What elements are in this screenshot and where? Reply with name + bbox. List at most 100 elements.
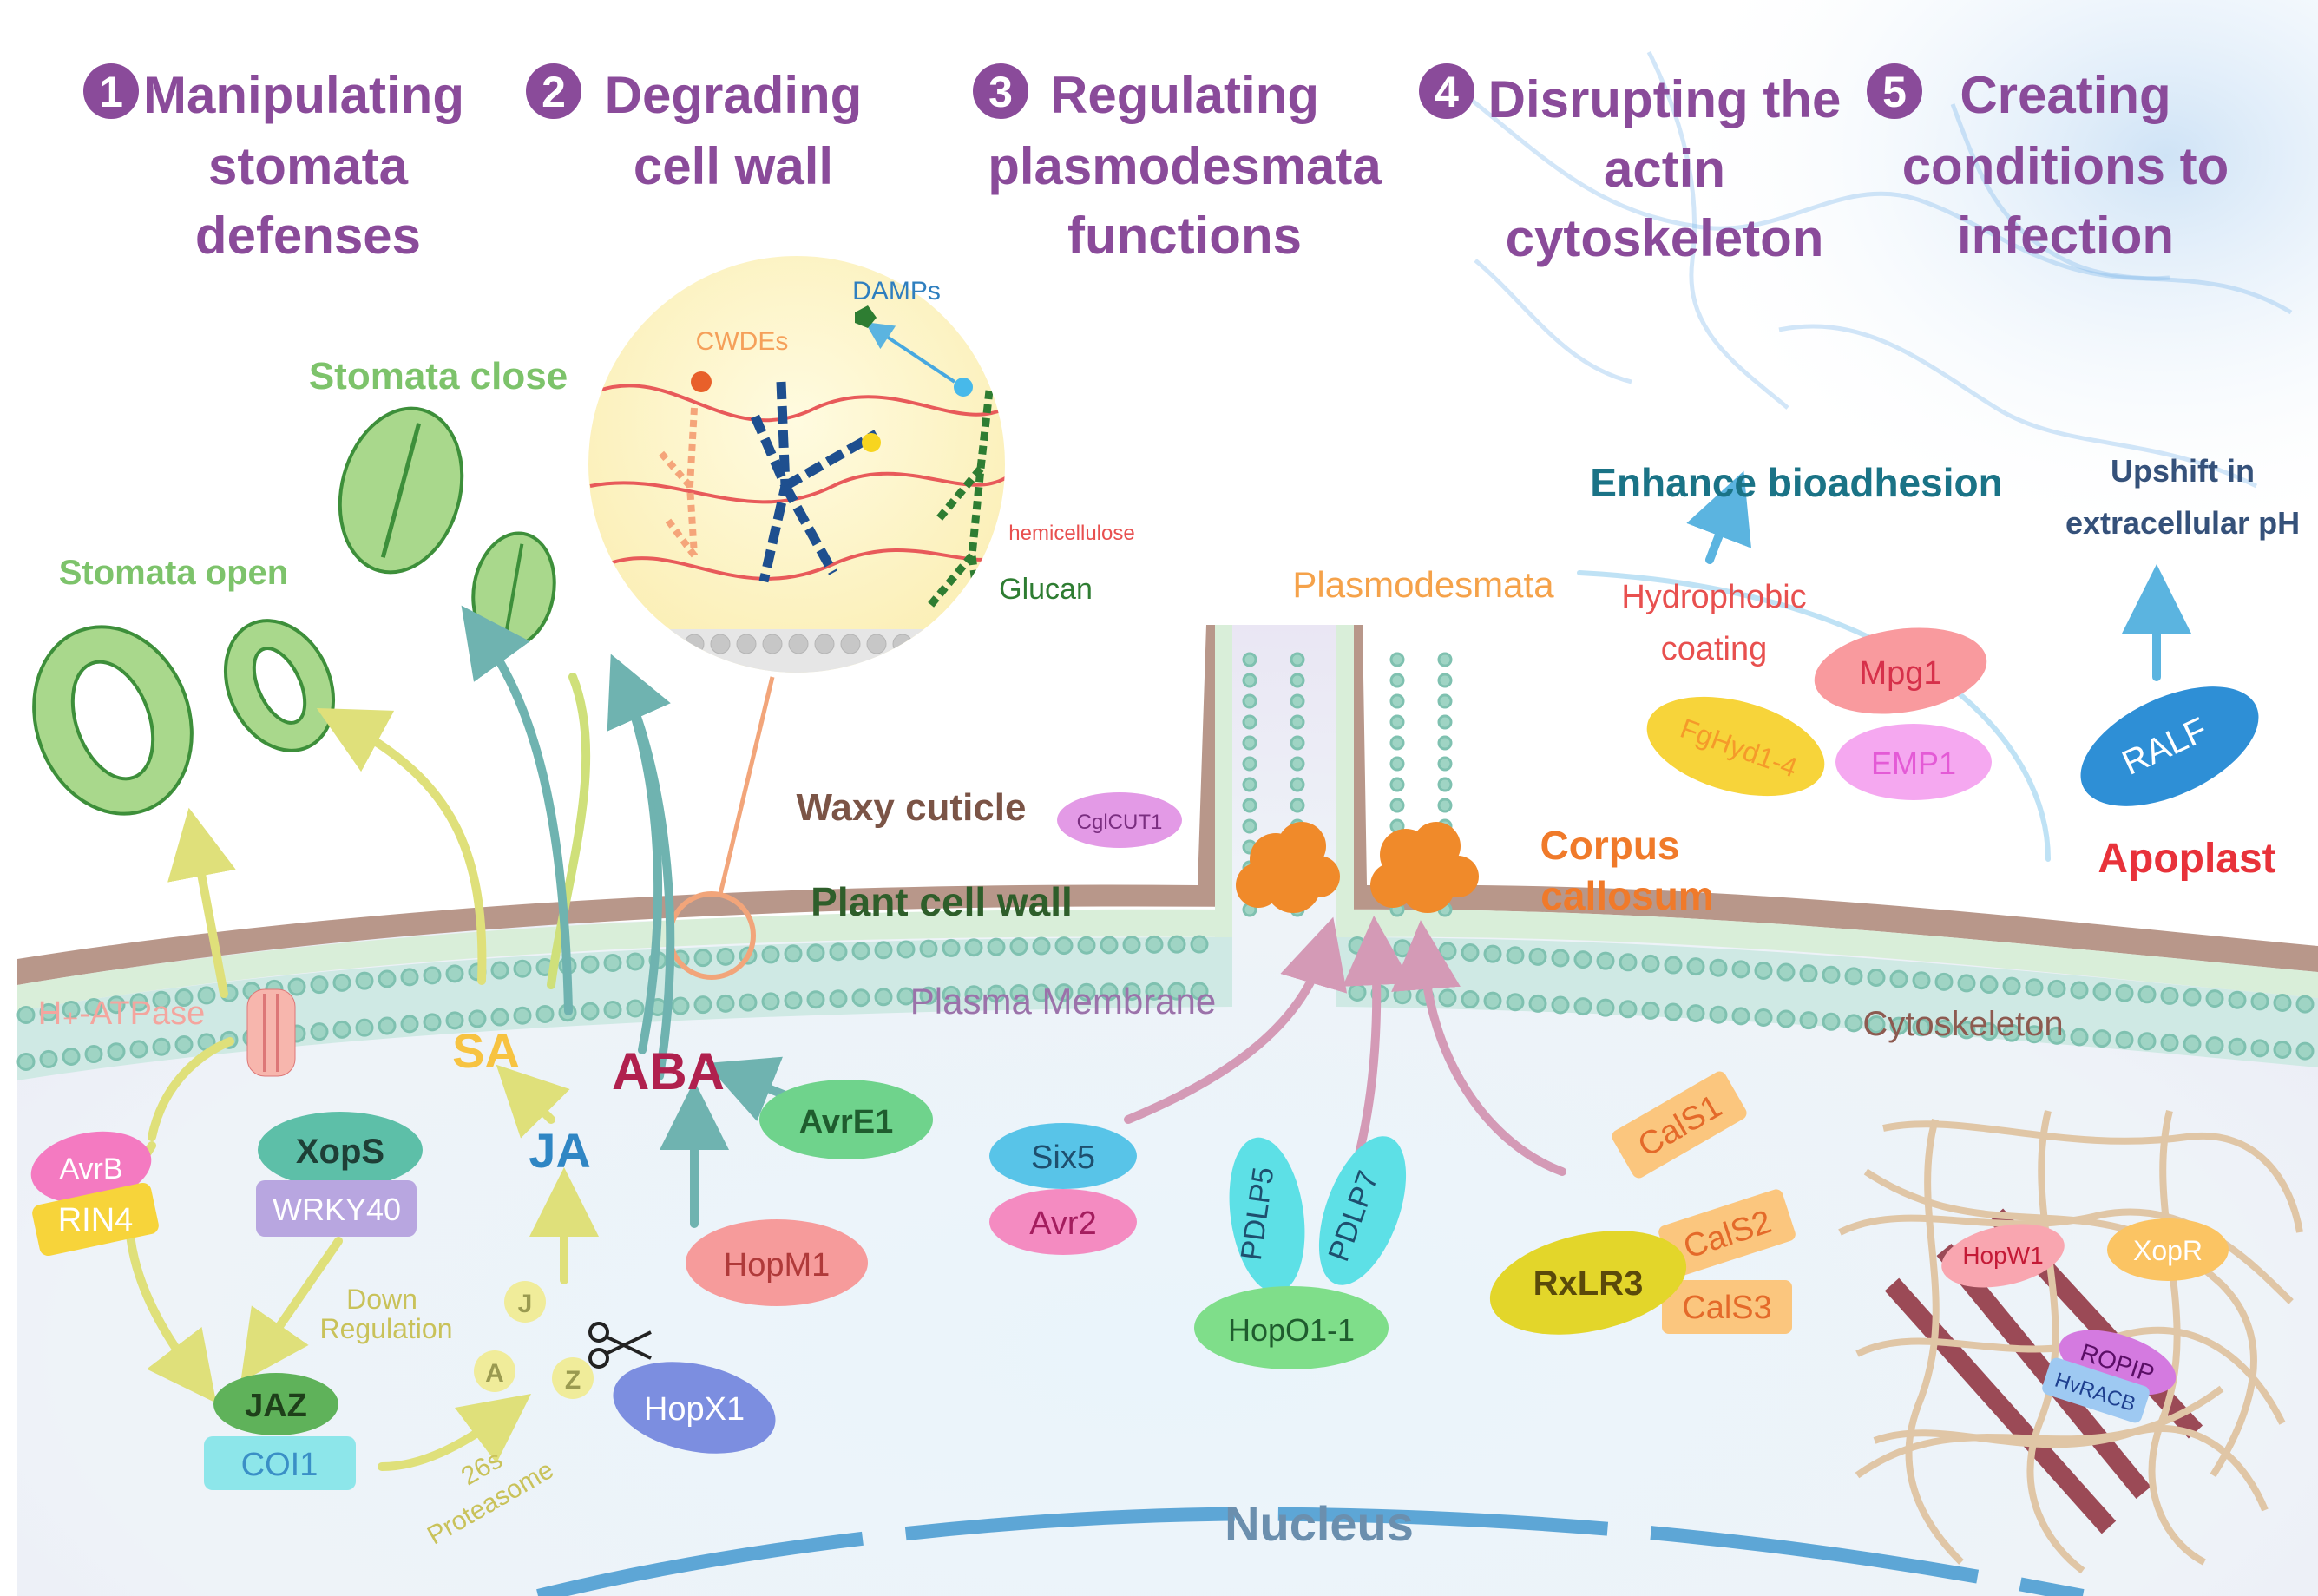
- down-regulation-label-2: Regulation: [320, 1313, 453, 1344]
- lipid-head: [806, 990, 825, 1009]
- lipid-head: [1889, 969, 1908, 988]
- scissors-icon: [588, 1322, 652, 1369]
- lipid-head: [332, 1020, 351, 1039]
- ja-label: JA: [529, 1123, 591, 1178]
- lipid-head: [1528, 947, 1547, 966]
- h-atpase-label: H₊-ATPase: [38, 995, 206, 1032]
- lipid-head: [1867, 1015, 1886, 1034]
- sky-glow: [1302, 0, 2318, 781]
- lipid-head: [1437, 756, 1453, 772]
- emp1-protein: EMP1: [1835, 724, 1992, 800]
- lipid-head: [1844, 1014, 1863, 1033]
- lipid-head: [1912, 971, 1931, 990]
- lipid-head: [2002, 976, 2021, 995]
- lipid-head: [1242, 652, 1257, 667]
- hemicellulose-label: hemicellulose: [1008, 522, 1134, 545]
- lipid-bilayer: [16, 935, 2315, 1071]
- lipid-head: [1290, 652, 1305, 667]
- svg-text:cytoskeleton: cytoskeleton: [1506, 209, 1824, 267]
- lipid-head: [987, 984, 1006, 1003]
- lipid-head: [710, 634, 731, 654]
- lipid-head: [107, 995, 126, 1015]
- lipid-head: [1122, 982, 1141, 1002]
- lipid-head: [626, 999, 645, 1018]
- lipid-head: [423, 966, 442, 985]
- lipid-head: [1437, 673, 1453, 688]
- svg-text:4: 4: [1435, 68, 1459, 116]
- header-4: 4 Disrupting the actin cytoskeleton: [1419, 63, 1841, 267]
- apoplast-label: Apoplast: [2098, 836, 2275, 882]
- svg-text:1: 1: [99, 68, 123, 116]
- jaz-protein: JAZ: [213, 1373, 338, 1435]
- lipid-head: [2070, 981, 2089, 1000]
- lipid-head: [1437, 777, 1453, 792]
- lipid-head: [942, 985, 961, 1004]
- lipid-head: [1242, 714, 1257, 730]
- lipid-head: [2092, 1029, 2111, 1048]
- lipid-head: [1844, 967, 1863, 986]
- lipid-head: [355, 1018, 374, 1037]
- lipid-head: [355, 971, 374, 990]
- svg-text:Degrading: Degrading: [605, 66, 863, 124]
- waxy-cuticle-label: Waxy cuticle: [797, 786, 1027, 829]
- lipid-head: [1754, 1008, 1773, 1027]
- lipid-head: [1912, 1018, 1931, 1037]
- lipid-head: [829, 989, 848, 1008]
- stomata-labels: Stomata close Stomata open: [59, 355, 568, 592]
- wrky40-protein: WRKY40: [256, 1180, 417, 1237]
- lipid-head: [739, 993, 758, 1012]
- stoma-closed-large: [338, 406, 464, 575]
- lipid-head: [1573, 997, 1592, 1016]
- lipid-head: [1437, 714, 1453, 730]
- lipid-head: [174, 1035, 194, 1054]
- svg-text:5: 5: [1882, 68, 1907, 116]
- lipid-head: [152, 1037, 171, 1056]
- svg-text:plasmodesmata: plasmodesmata: [988, 137, 1382, 195]
- lipid-head: [1776, 962, 1796, 982]
- lipid-head: [2070, 1028, 2089, 1047]
- lipid-head: [1290, 777, 1305, 792]
- lipid-head: [1242, 693, 1257, 709]
- lipid-head: [626, 952, 645, 971]
- lipid-head: [829, 942, 848, 962]
- lipid-head: [1242, 735, 1257, 751]
- lipid-head: [1190, 935, 1209, 954]
- lipid-head: [1731, 1007, 1750, 1026]
- jaz-fragments: J A Z: [474, 1281, 594, 1399]
- lipid-head: [2228, 990, 2247, 1009]
- stomata-close-label: Stomata close: [309, 355, 568, 397]
- lipid-head: [287, 977, 306, 996]
- step-5-badge: [1867, 63, 1922, 119]
- svg-text:HopX1: HopX1: [644, 1391, 745, 1428]
- lipid-head: [581, 1002, 600, 1021]
- lipid-head: [1145, 982, 1164, 1001]
- sa-label: SA: [452, 1023, 520, 1078]
- lipid-head: [784, 991, 803, 1010]
- hopx1-protein: HopX1: [613, 1362, 776, 1454]
- lipid-head: [693, 949, 712, 968]
- step-1-badge: [83, 63, 139, 119]
- svg-text:Six5: Six5: [1031, 1140, 1095, 1176]
- plant-cell-wall-label: Plant cell wall: [811, 879, 1073, 924]
- lipid-head: [1054, 983, 1074, 1002]
- lipid-head: [535, 1004, 555, 1023]
- svg-text:conditions to: conditions to: [1902, 137, 2229, 195]
- lipid-head: [378, 969, 397, 988]
- svg-text:Mpg1: Mpg1: [1859, 655, 1941, 692]
- lipid-head: [964, 985, 983, 1004]
- stoma-open-small: [223, 619, 336, 752]
- lipid-head: [1389, 735, 1405, 751]
- cytoskeleton-label: Cytoskeleton: [1862, 1005, 2063, 1043]
- lipid-head: [445, 1011, 464, 1030]
- svg-text:Avr2: Avr2: [1029, 1205, 1096, 1242]
- lipid-head: [1641, 954, 1660, 973]
- lipid-head: [603, 953, 622, 972]
- svg-text:HopM1: HopM1: [724, 1247, 831, 1284]
- svg-text:2: 2: [542, 68, 566, 116]
- lipid-head: [1438, 988, 1457, 1008]
- lipid-head: [1290, 714, 1305, 730]
- lipid-head: [896, 987, 916, 1006]
- lipid-head: [1077, 982, 1096, 1002]
